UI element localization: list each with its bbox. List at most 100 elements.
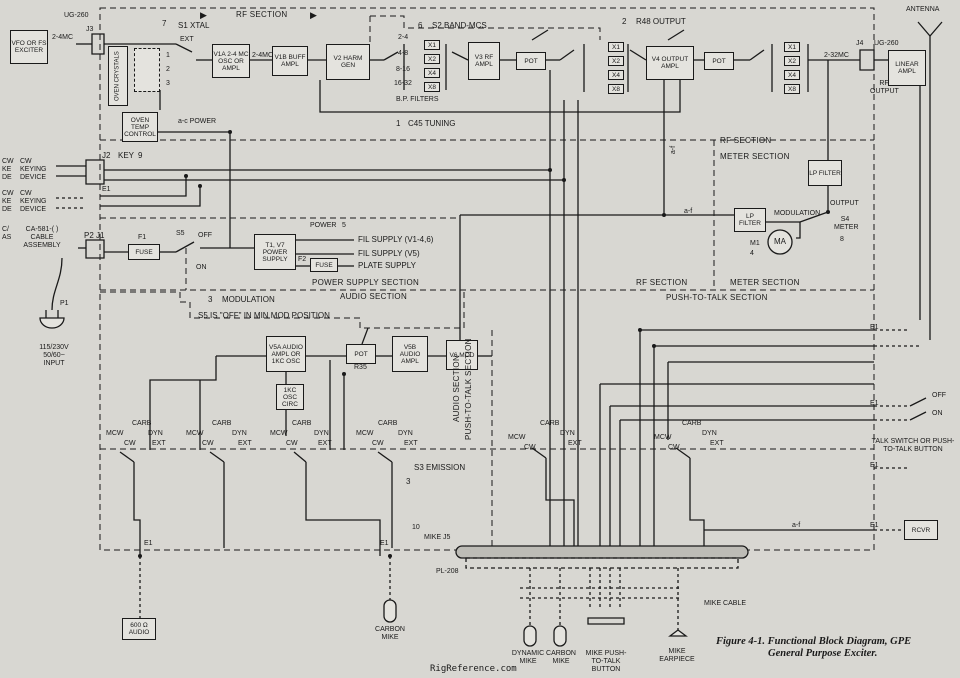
pot3-block: POT	[346, 344, 376, 364]
section-meter-lower: METER SECTION	[730, 278, 800, 287]
e1-e: E1	[870, 400, 879, 407]
x8-final: X8	[784, 84, 800, 94]
e1-d: E1	[870, 324, 879, 331]
sw3-carb: CARB	[292, 420, 312, 427]
sw6-dyn: DYN	[702, 430, 717, 437]
fuse-plate: FUSE	[310, 258, 338, 272]
p1-label: P1	[60, 300, 69, 307]
xtal-2: 2	[166, 66, 170, 73]
caption-line-2: General Purpose Exciter.	[768, 648, 878, 659]
section-audio-vertical: AUDIO SECTION	[452, 354, 461, 422]
j4-label: J4	[856, 40, 864, 47]
sw4-mcw: MCW	[356, 430, 374, 437]
band-4-8: 4-8	[398, 50, 409, 57]
sw2-ext: EXT	[238, 440, 252, 447]
s4-label: S4 METER	[834, 216, 859, 231]
x1-out: X1	[608, 42, 624, 52]
mike-cable-label: MIKE CABLE	[704, 600, 747, 607]
sw6-mcw: MCW	[654, 434, 672, 441]
s5-label: S5	[176, 230, 185, 237]
v6-block: V6 MOD	[446, 340, 478, 370]
plate-supply: PLATE SUPPLY	[358, 261, 416, 270]
r48-num: 2	[622, 17, 627, 26]
sw1-cw: CW	[124, 440, 136, 447]
audio-600-block: 600 Ω AUDIO	[122, 618, 156, 640]
rf-arrow: ▶	[200, 10, 207, 20]
fuse-input: FUSE	[128, 244, 160, 260]
sw2-carb: CARB	[212, 420, 232, 427]
m1-num: 4	[750, 250, 754, 257]
carbon-mike-right: CARBON MIKE	[546, 650, 576, 665]
oven-temp-block: OVEN TEMP CONTROL	[122, 112, 158, 142]
v2-block: V2 HARM GEN	[326, 44, 370, 80]
modulation-label: MODULATION	[774, 210, 821, 217]
mike-j5: MIKE J5	[424, 534, 451, 541]
x1-final: X1	[784, 42, 800, 52]
f2-label: F2	[298, 256, 307, 263]
vfo-block: VFO OR FS EXCITER	[10, 30, 48, 64]
sw1-carb: CARB	[132, 420, 152, 427]
sw5-ext: EXT	[568, 440, 582, 447]
carbon-mike-left: CARBON MIKE	[375, 626, 405, 641]
sw1-dyn: DYN	[148, 430, 163, 437]
on-right: ON	[932, 410, 943, 417]
cw-keying-2: CW KEYING DEVICE	[20, 190, 47, 213]
cw-left-2: CW KE DE	[2, 190, 14, 213]
earpiece-label: MIKE EARPIECE	[659, 648, 695, 663]
c45-num: 1	[396, 119, 401, 128]
pot1-block: POT	[516, 52, 546, 70]
j5-num: 10	[412, 524, 420, 531]
section-power-supply: POWER SUPPLY SECTION	[312, 278, 420, 287]
sw3-cw: CW	[286, 440, 298, 447]
sw1-ext: EXT	[152, 440, 166, 447]
e1-f: E1	[870, 462, 879, 469]
e1-b: E1	[144, 540, 153, 547]
oven-crystals-block	[134, 48, 160, 92]
linear-ampl-block: LINEAR AMPL	[888, 50, 926, 86]
section-rf-right: RF SECTION	[720, 136, 772, 145]
figure-caption: Figure 4-1. Functional Block Diagram, GP…	[716, 636, 911, 660]
pot2-block: POT	[704, 52, 734, 70]
s4-num: 8	[840, 236, 844, 243]
s2-label: S2 BAND-MCS	[432, 21, 487, 30]
band-8-16: 8-16	[396, 66, 411, 73]
sw5-dyn: DYN	[560, 430, 575, 437]
input-label: 115/230V 50/60~ INPUT	[39, 344, 69, 367]
sw2-cw: CW	[202, 440, 214, 447]
modulation-3: MODULATION	[222, 295, 275, 304]
sw6-ext: EXT	[710, 440, 724, 447]
cw-keying-1: CW KEYING DEVICE	[20, 158, 47, 181]
two32mc-label: 2-32MC	[824, 52, 849, 59]
ptt-button-label: MIKE PUSH-TO-TALK BUTTON	[585, 650, 627, 673]
e1-a: E1	[102, 186, 111, 193]
rcvr-block: RCVR	[904, 520, 938, 540]
sw5-cw: CW	[524, 444, 536, 451]
e1-c: E1	[380, 540, 389, 547]
ext-label: EXT	[180, 36, 194, 43]
v3-block: V3 RF AMPL	[468, 42, 500, 80]
c45-label: C45 TUNING	[408, 119, 456, 128]
s5-note: S5 IS "OFF" IN MIN MOD POSITION	[198, 311, 330, 320]
sw6-carb: CARB	[682, 420, 702, 427]
v5a-block: V5A AUDIO AMPL OR 1KC OSC	[266, 336, 306, 372]
antenna-label: ANTENNA	[906, 6, 940, 13]
ug260-right: UG-260	[874, 40, 899, 47]
band-2-4: 2-4	[398, 34, 409, 41]
rf-arrow-2: ▶	[310, 10, 317, 20]
e1-g: E1	[870, 522, 879, 529]
talk-switch-label: TALK SWITCH OR PUSH-TO-TALK BUTTON	[871, 438, 955, 453]
mod3-num: 3	[208, 295, 213, 304]
off-right: OFF	[932, 392, 946, 399]
sw2-dyn: DYN	[232, 430, 247, 437]
output-label: OUTPUT	[830, 200, 859, 207]
s2-num: 6	[418, 21, 423, 30]
f1-label: F1	[138, 234, 147, 241]
v1a-block: V1A 2-4 MC OSC OR AMPL	[212, 44, 250, 78]
p2-j1-label: P2 J1	[84, 231, 105, 240]
xtal-3: 3	[166, 80, 170, 87]
two4mc-label: 2-4MC	[52, 34, 74, 41]
lp-filter-meter: LP FILTER	[734, 208, 766, 232]
sw4-cw: CW	[372, 440, 384, 447]
sw3-ext: EXT	[318, 440, 332, 447]
sw4-ext: EXT	[404, 440, 418, 447]
